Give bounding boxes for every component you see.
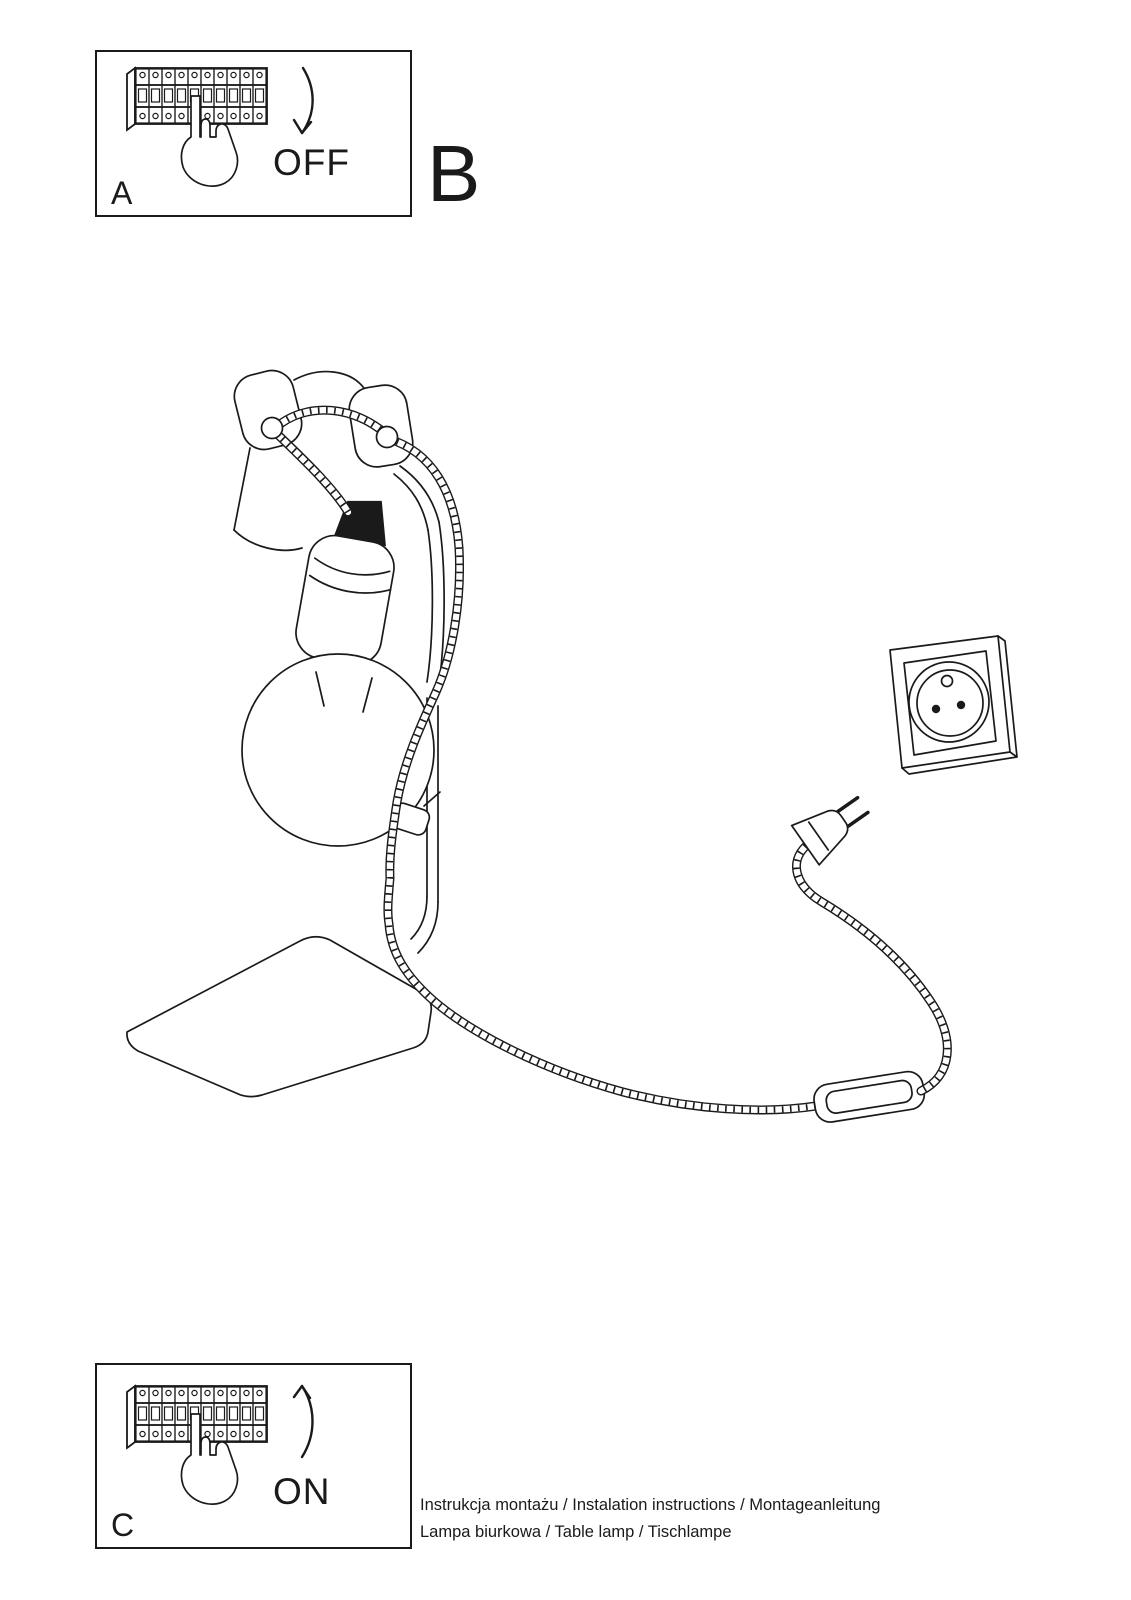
power-cord-upper	[796, 846, 947, 1091]
bracket-hole-left	[260, 416, 284, 440]
caption-product: Lampa biurkowa / Table lamp / Tischlampe	[420, 1523, 732, 1541]
breaker-off-illustration	[97, 66, 314, 211]
lamp-bracket	[233, 369, 445, 954]
on-label: ON	[273, 1471, 331, 1512]
earth-pin	[940, 674, 954, 688]
step-c-panel: ON C	[95, 1363, 412, 1549]
power-plug	[790, 795, 870, 866]
step-c-letter: C	[111, 1507, 135, 1543]
step-b-letter: B	[427, 129, 481, 218]
rotate-arrow-down-icon	[292, 66, 314, 135]
light-bulb	[241, 653, 435, 847]
caption-instructions: Instrukcja montażu / Instalation instruc…	[420, 1496, 881, 1514]
inline-switch	[813, 1070, 926, 1123]
wall-outlet	[889, 635, 1018, 775]
socket-hole-right	[956, 700, 966, 710]
circuit-breaker-panel-icon	[127, 1386, 267, 1504]
step-a-panel: OFF A	[95, 50, 412, 217]
socket-hole-left	[931, 704, 941, 714]
lamp-base-plate	[126, 935, 433, 1098]
breaker-on-illustration	[97, 1384, 314, 1543]
bulb-socket	[295, 500, 395, 666]
rotate-arrow-up-icon	[292, 1384, 314, 1459]
off-label: OFF	[273, 142, 350, 183]
footer-captions: Instrukcja montażu / Instalation instruc…	[420, 1492, 880, 1546]
step-a-letter: A	[111, 175, 133, 211]
bracket-hole-right	[375, 425, 399, 449]
